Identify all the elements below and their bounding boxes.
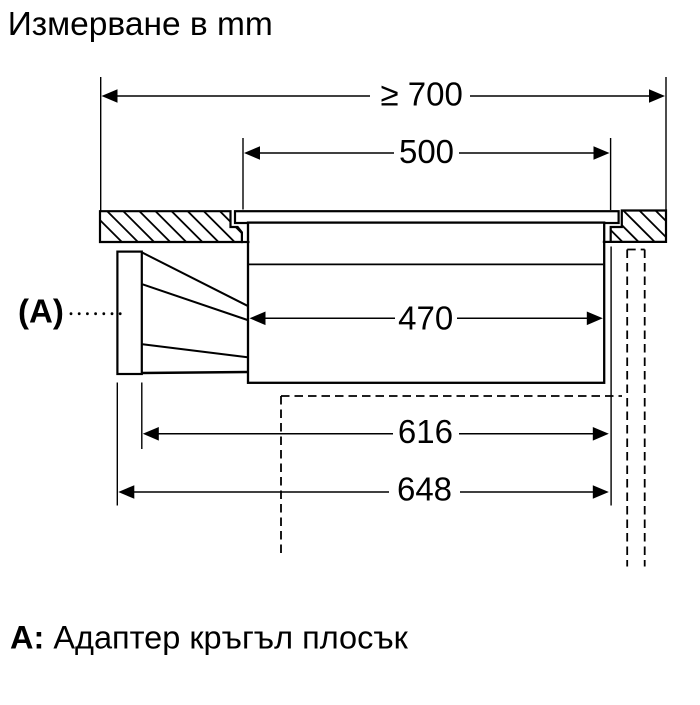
- svg-text:≥ 700: ≥ 700: [381, 76, 463, 113]
- svg-text:Измерване в mm: Измерване в mm: [8, 6, 273, 43]
- svg-text:648: 648: [397, 471, 452, 508]
- svg-text:(A): (A): [18, 293, 64, 330]
- svg-text:A: Адаптер кръгъл плосък: A: Адаптер кръгъл плосък: [10, 620, 409, 656]
- svg-text:470: 470: [398, 300, 453, 337]
- svg-text:500: 500: [399, 133, 454, 170]
- svg-text:616: 616: [398, 413, 453, 450]
